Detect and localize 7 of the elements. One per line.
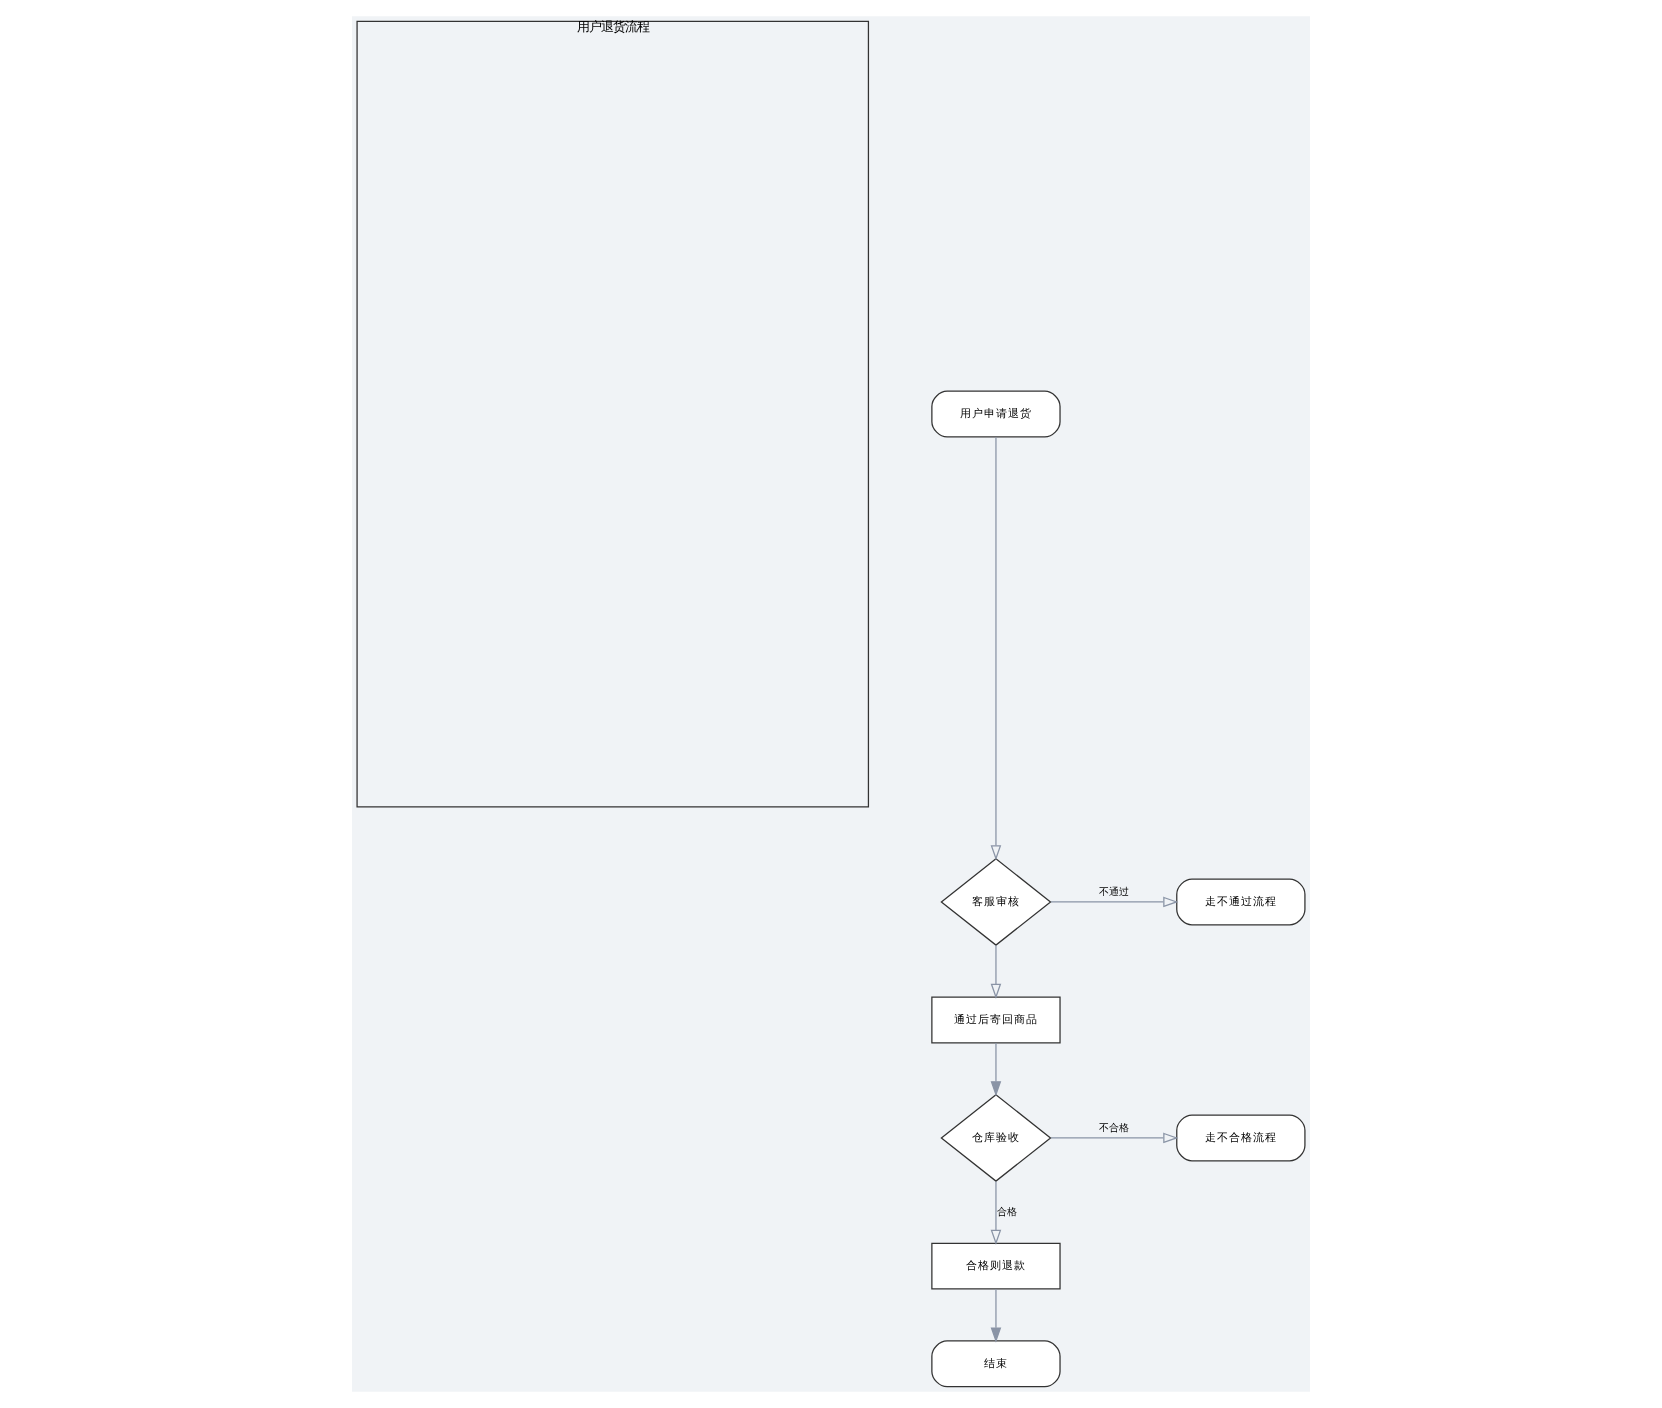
arrow xyxy=(990,1180,1002,1245)
arrow xyxy=(1050,896,1179,908)
arrow xyxy=(1050,1132,1179,1144)
arrow xyxy=(990,1042,1002,1097)
arrow xyxy=(990,436,1002,861)
arrow xyxy=(990,1288,1002,1343)
arrow xyxy=(990,944,1002,999)
